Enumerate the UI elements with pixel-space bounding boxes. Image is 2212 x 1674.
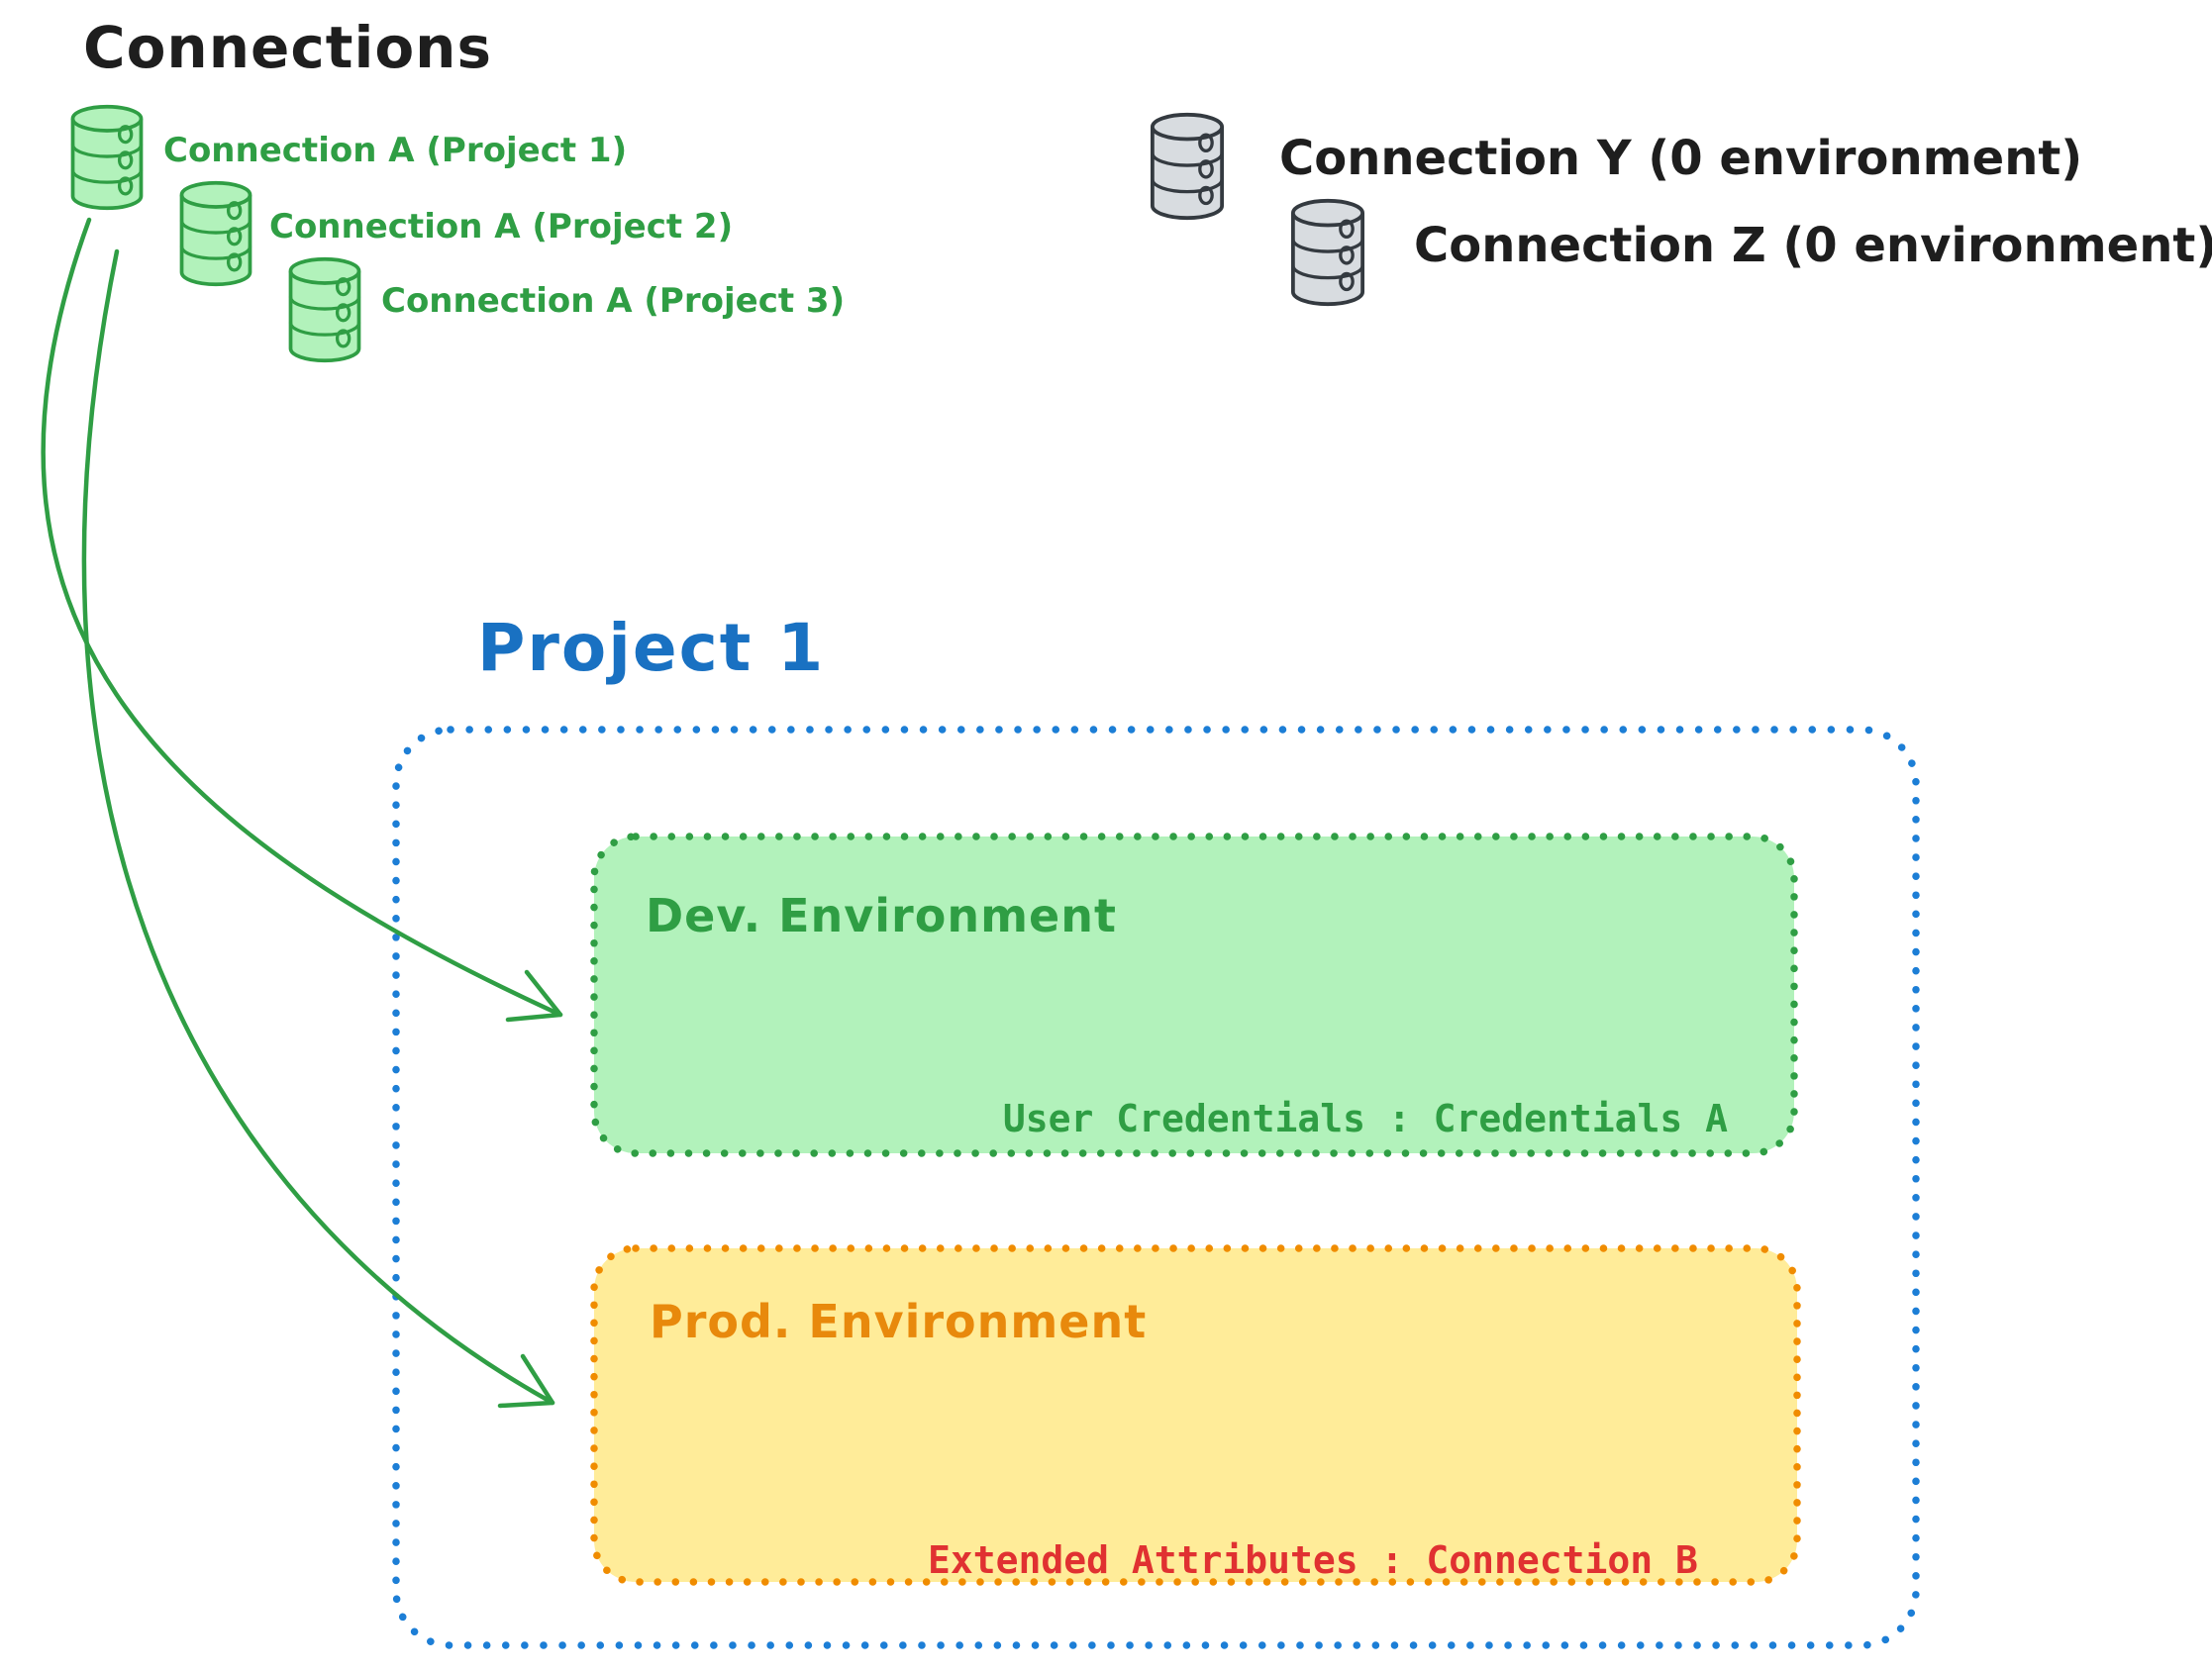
prod-mapping-line1: Extended Attributes : Connection B bbox=[928, 1538, 1698, 1582]
connection-a-project3-label: Connection A (Project 3) bbox=[381, 281, 846, 321]
connection-z-label: Connection Z (0 environment) bbox=[1414, 218, 2212, 273]
prod-credentials-mapping: Extended Attributes : Connection B Ext.A… bbox=[928, 1444, 1721, 1674]
connection-a-project1-label: Connection A (Project 1) bbox=[163, 131, 628, 170]
prod-environment-box bbox=[590, 1244, 1801, 1586]
arrow-to-dev-environment bbox=[41, 217, 563, 1023]
arrow-to-prod-environment bbox=[81, 248, 555, 1409]
dev-environment-title: Dev. Environment bbox=[646, 889, 1117, 942]
database-icon bbox=[72, 106, 142, 209]
connection-y-label: Connection Y (0 environment) bbox=[1279, 131, 2083, 186]
connection-a-project2-label: Connection A (Project 2) bbox=[269, 207, 734, 246]
database-icon bbox=[1152, 114, 1223, 219]
diagram-title: Connections bbox=[83, 14, 492, 81]
database-icon bbox=[181, 182, 251, 285]
dev-environment-box bbox=[590, 833, 1798, 1157]
database-icon bbox=[1292, 200, 1363, 305]
project1-title: Project 1 bbox=[477, 610, 826, 686]
dev-credentials-mapping: User Credentials : Credentials A bbox=[1002, 1097, 1728, 1140]
database-icon bbox=[290, 258, 359, 361]
prod-environment-title: Prod. Environment bbox=[650, 1295, 1148, 1348]
